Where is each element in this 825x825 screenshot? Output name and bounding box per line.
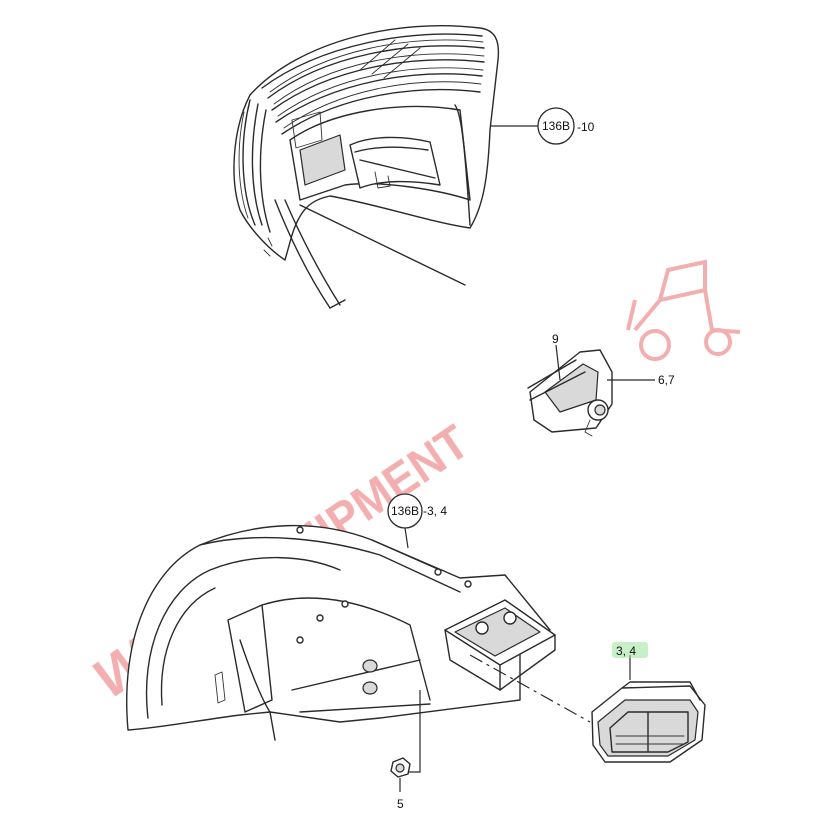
tractor-icon — [626, 259, 741, 361]
bracket-drawing — [527, 344, 655, 437]
lamp-callout-highlight — [612, 642, 648, 658]
callout-circle — [387, 493, 423, 529]
lamp-drawing — [591, 655, 706, 763]
bracket-lamp-callout-label: 6,7 — [658, 373, 675, 387]
callout-136b-10: 136B -10 — [537, 107, 595, 145]
bolt-callout-label: 5 — [397, 797, 404, 811]
bracket-callout-label: 9 — [552, 332, 559, 346]
top-panel-drawing — [233, 25, 540, 309]
callout-136b-3-4: 136B -3, 4 — [387, 493, 447, 529]
callout-circle — [537, 107, 575, 145]
bolt-drawing — [390, 757, 411, 792]
callout-num-label: -10 — [577, 120, 595, 134]
lamp-callout-label: 3, 4 — [616, 644, 636, 658]
callout-ref-label: 136B — [391, 504, 419, 518]
fender-drawing — [126, 524, 591, 773]
callout-num-label: -3, 4 — [423, 504, 447, 518]
callout-ref-label: 136B — [542, 119, 570, 133]
